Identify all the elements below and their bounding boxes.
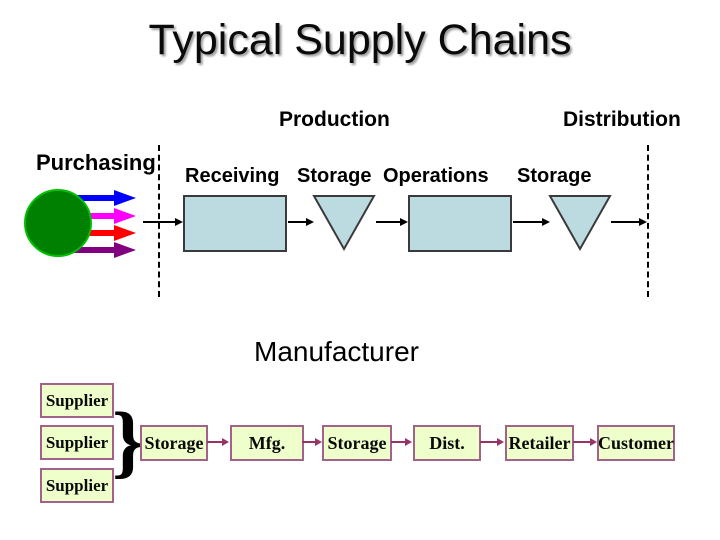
flow-arrow-into-receiving (143, 218, 183, 226)
purchase-arrow-blue-icon (64, 190, 136, 206)
chain-arrow-mfg-to-storage (302, 438, 322, 446)
supplier-box-2: Supplier (40, 425, 114, 460)
chain-arrow-storage-to-dist (391, 438, 412, 446)
flow-arrow-storage-to-operations (376, 218, 408, 226)
production-section-label: Production (279, 108, 390, 131)
suppliers-brace: } (112, 395, 145, 486)
supplier-source-circle (24, 189, 92, 257)
storage-funnel-triangle-2 (548, 195, 612, 252)
chain-box-storage-outbound: Storage (322, 425, 392, 461)
supplier-box-3: Supplier (40, 468, 114, 503)
chain-box-customer: Customer (597, 425, 675, 461)
chain-arrow-storage-to-mfg (207, 438, 229, 446)
flow-arrow-to-distribution (611, 218, 647, 226)
chain-box-retailer: Retailer (505, 425, 574, 461)
chain-box-dist: Dist. (413, 425, 481, 461)
receiving-box (183, 195, 287, 252)
distribution-section-label: Distribution (563, 108, 681, 131)
storage-step-label-1: Storage (297, 165, 372, 187)
purchase-arrow-magenta-icon (64, 208, 136, 224)
slide-title: Typical Supply Chains (148, 16, 572, 64)
chain-box-storage-inbound: Storage (140, 425, 208, 461)
operations-step-label: Operations (383, 165, 489, 187)
flow-arrow-operations-to-storage (513, 218, 550, 226)
storage-step-label-2: Storage (517, 165, 592, 187)
purchase-arrow-red-icon (64, 225, 136, 241)
receiving-step-label: Receiving (185, 165, 280, 187)
purchase-arrow-purple-icon (64, 242, 136, 258)
chain-arrow-retailer-to-customer (573, 438, 597, 446)
production-distribution-boundary-line (647, 145, 649, 297)
purchasing-section-label: Purchasing (36, 150, 156, 175)
chain-box-mfg: Mfg. (230, 425, 304, 461)
flow-arrow-receiving-to-storage (288, 218, 314, 226)
manufacturer-label: Manufacturer (254, 336, 419, 367)
storage-funnel-triangle-1 (312, 195, 376, 252)
supplier-box-1: Supplier (40, 383, 114, 418)
chain-arrow-dist-to-retailer (480, 438, 504, 446)
operations-box (408, 195, 512, 252)
